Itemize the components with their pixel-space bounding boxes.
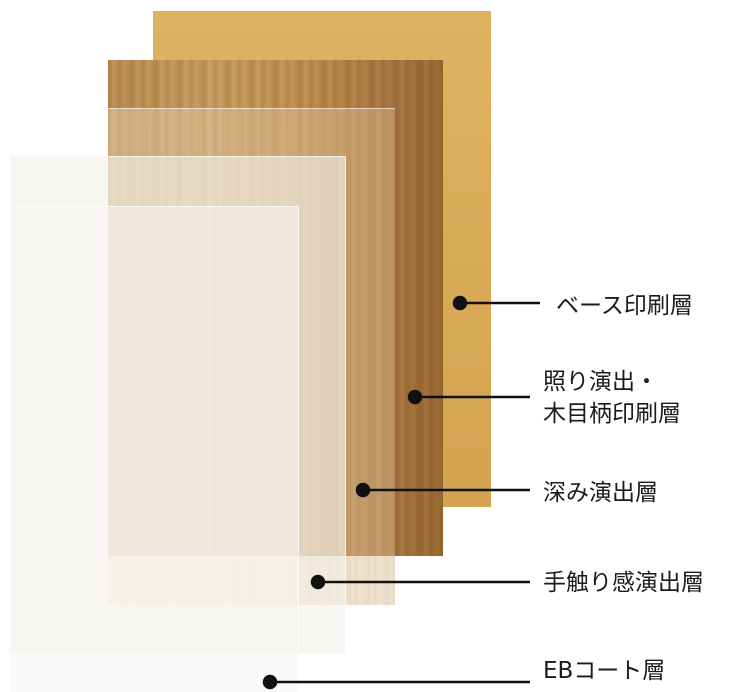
label-base-print-layer: ベース印刷層 xyxy=(556,293,693,319)
label-eb-coat-layer: EBコート層 xyxy=(543,658,666,684)
leader-dot-depth xyxy=(355,482,371,498)
leader-dot-touch xyxy=(310,574,326,590)
leader-dot-eb xyxy=(262,674,278,690)
label-depth-effect-layer: 深み演出層 xyxy=(543,480,658,506)
leader-dot-base xyxy=(452,295,468,311)
eb-coat-layer xyxy=(10,206,299,692)
label-texture-effect-layer: 手触り感演出層 xyxy=(543,570,704,596)
label-woodgrain-print-layer: 照り演出・ 木目柄印刷層 xyxy=(543,369,681,427)
leader-dot-grain xyxy=(407,389,423,405)
